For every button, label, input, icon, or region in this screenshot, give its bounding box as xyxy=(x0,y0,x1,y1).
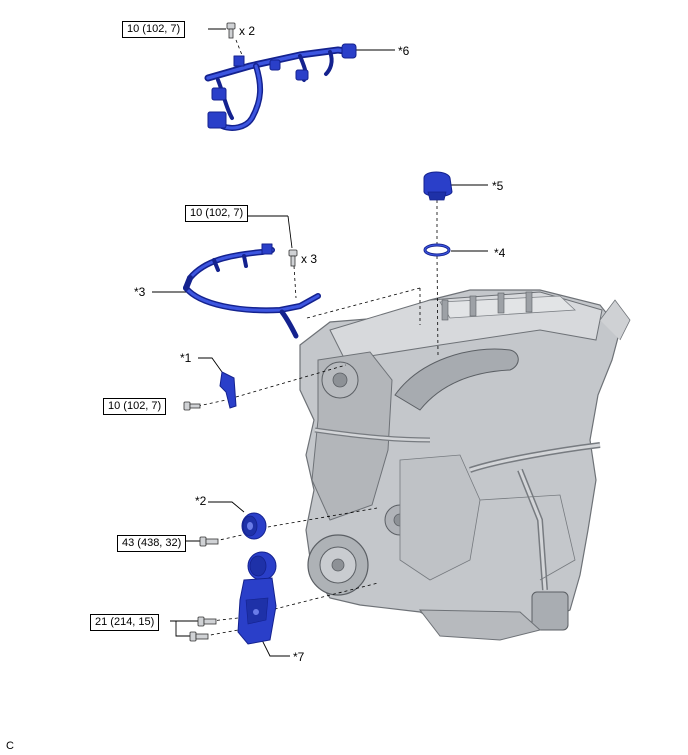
callout-4: *4 xyxy=(494,246,506,260)
callout-6: *6 xyxy=(398,44,410,58)
torque-spec-harness: 10 (102, 7) xyxy=(122,21,186,38)
quantity-bracket-bolts: x 3 xyxy=(301,252,318,266)
belt-tensioner xyxy=(237,551,277,645)
torque-spec-tensioner: 21 (214, 15) xyxy=(90,614,160,631)
callout-2: *2 xyxy=(195,494,207,508)
bolt-tensioner-lower xyxy=(189,631,209,642)
bolt-idler-pulley xyxy=(199,536,219,547)
wire-harness-bracket xyxy=(183,243,321,339)
oil-filler-cap xyxy=(423,171,453,201)
idler-pulley xyxy=(241,512,267,540)
dashed-leader-lines xyxy=(197,39,439,637)
quantity-harness-bolts: x 2 xyxy=(239,24,256,38)
torque-spec-idler-pulley: 43 (438, 32) xyxy=(117,535,187,552)
oil-filler-cap-gasket xyxy=(423,243,451,257)
engine-block xyxy=(299,289,631,641)
torque-spec-bracket-1: 10 (102, 7) xyxy=(103,398,167,415)
bracket-part-1 xyxy=(219,371,237,409)
bolt-harness-bracket xyxy=(288,249,298,267)
figure-code-letter: C xyxy=(6,740,14,752)
bolt-harness-top xyxy=(226,22,236,39)
torque-spec-harness-bracket: 10 (102, 7) xyxy=(185,205,249,222)
callout-3: *3 xyxy=(134,285,146,299)
engine-wire-harness xyxy=(204,43,357,131)
callout-5: *5 xyxy=(492,179,504,193)
callout-1: *1 xyxy=(180,351,192,365)
bolts xyxy=(183,22,298,642)
bolt-tensioner-upper xyxy=(197,616,217,627)
callout-7: *7 xyxy=(293,650,305,664)
bolt-bracket-1 xyxy=(183,401,201,411)
